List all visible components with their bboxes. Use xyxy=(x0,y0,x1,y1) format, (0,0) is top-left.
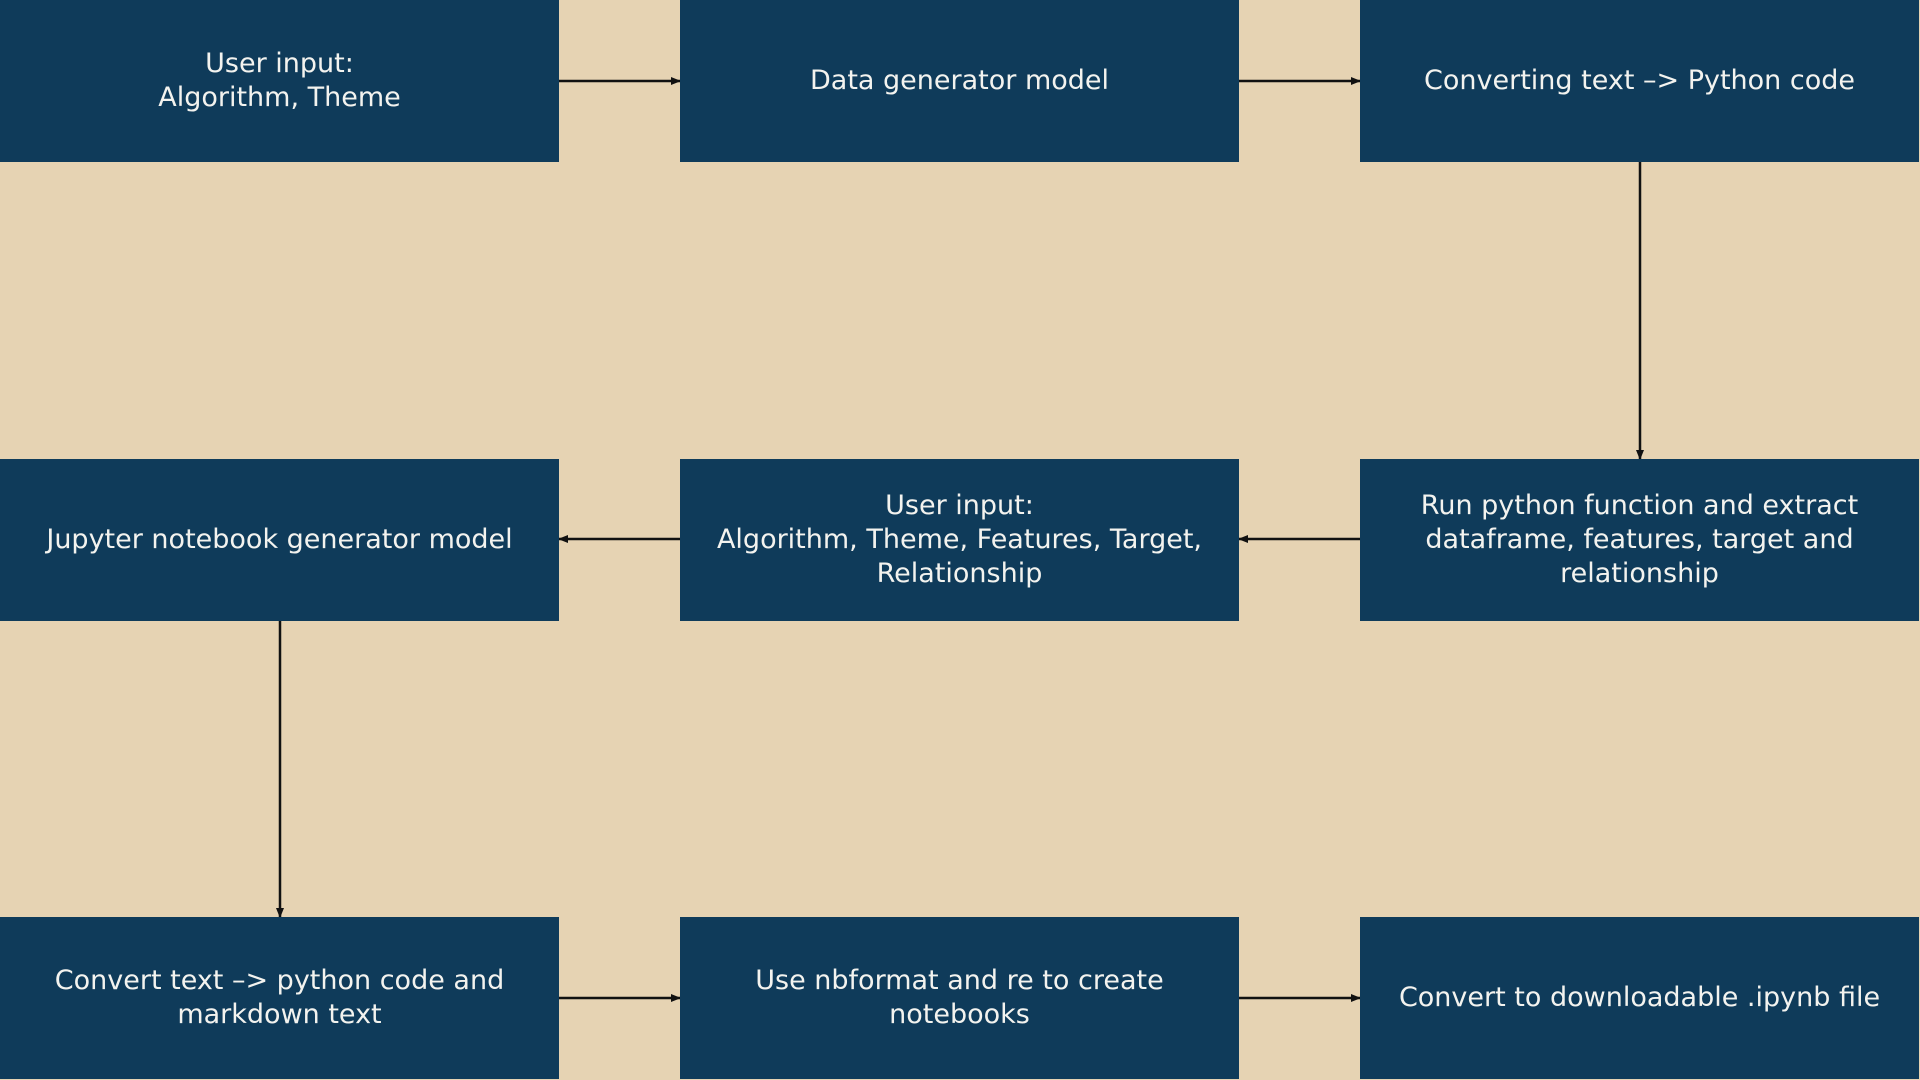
node-label: User input: Algorithm, Theme xyxy=(158,48,401,113)
node-label: Converting text –> Python code xyxy=(1424,65,1855,96)
node-converting-text-python-code: Converting text –> Python code xyxy=(1360,0,1919,162)
node-convert-text-python-markdown: Convert text –> python code and markdown… xyxy=(0,917,559,1079)
node-run-python-function: Run python function and extract datafram… xyxy=(1360,459,1919,621)
node-data-generator-model: Data generator model xyxy=(680,0,1239,162)
node-label: Data generator model xyxy=(809,65,1110,96)
node-jupyter-notebook-generator-model: Jupyter notebook generator model xyxy=(0,459,559,621)
node-label: Convert text –> python code and markdown… xyxy=(54,965,505,1030)
node-label: Use nbformat and re to create notebooks xyxy=(755,965,1164,1030)
node-user-input-algorithm-theme: User input: Algorithm, Theme xyxy=(0,0,559,162)
node-use-nbformat-re: Use nbformat and re to create notebooks xyxy=(680,917,1239,1079)
node-label: Convert to downloadable .ipynb file xyxy=(1398,982,1881,1013)
node-convert-downloadable-ipynb: Convert to downloadable .ipynb file xyxy=(1360,917,1919,1079)
node-label: User input: Algorithm, Theme, Features, … xyxy=(716,490,1203,589)
node-user-input-features-target: User input: Algorithm, Theme, Features, … xyxy=(680,459,1239,621)
node-label: Jupyter notebook generator model xyxy=(46,524,513,555)
node-label: Run python function and extract datafram… xyxy=(1420,490,1859,589)
